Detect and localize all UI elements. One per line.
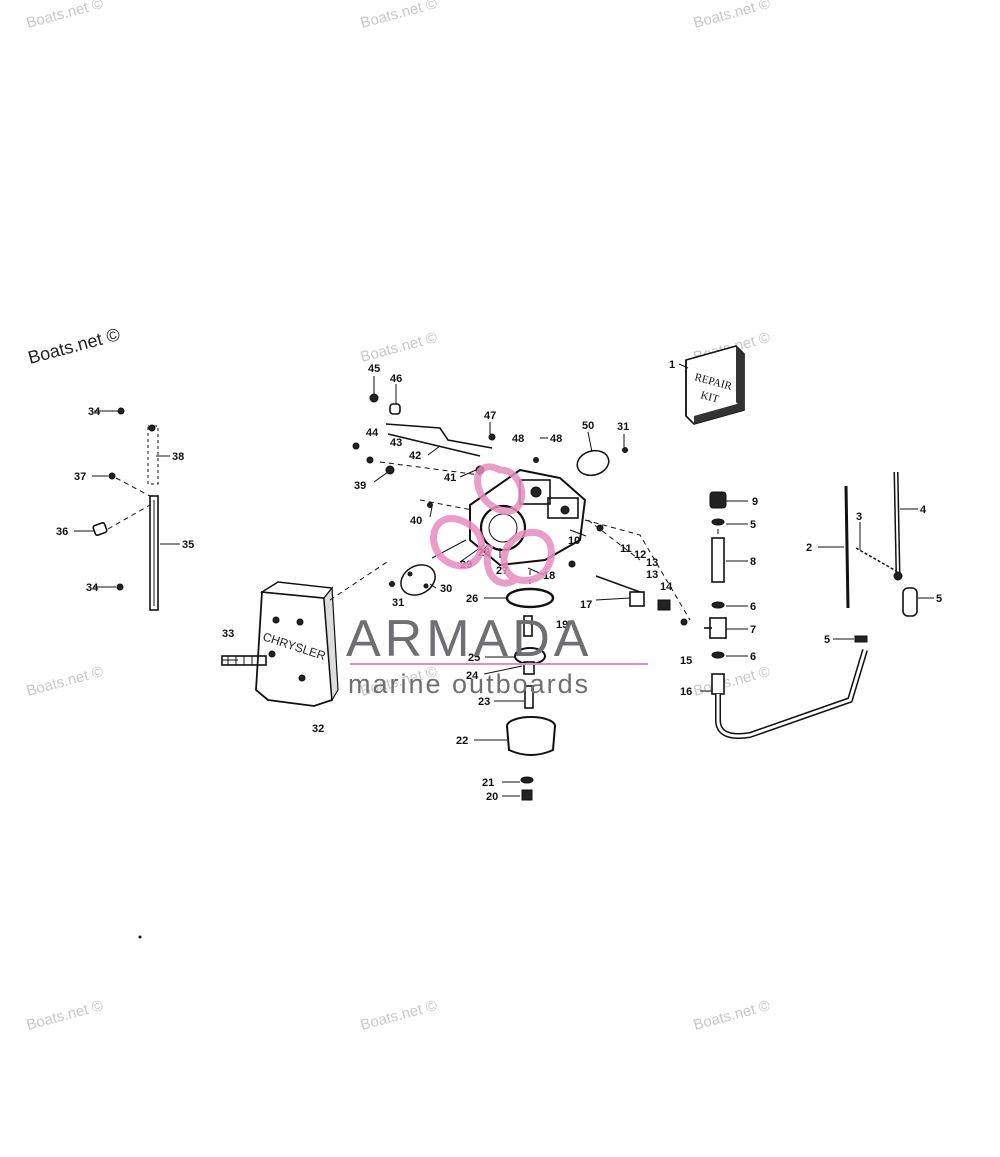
part-label: 14 (660, 581, 673, 593)
part-label: 30 (440, 583, 452, 595)
part-label: 46 (390, 373, 402, 385)
repair-kit-box: REPAIR KIT (685, 345, 745, 425)
part-label: 13 (646, 557, 658, 569)
watermark: Boats.net © (25, 997, 105, 1034)
watermark: Boats.net © (359, 0, 439, 32)
brand-tagline: marine outboards (348, 669, 590, 699)
part-label: 45 (368, 363, 380, 375)
part-label: 31 (392, 597, 404, 609)
carburetor-body (352, 393, 691, 621)
part-label: 2 (806, 542, 812, 554)
part-label: 34 (88, 406, 101, 418)
part-label: 1 (669, 359, 675, 371)
armada-logo-mark (430, 463, 555, 587)
part-label: 13 (646, 569, 658, 581)
watermark: Boats.net © (692, 997, 772, 1034)
part-label: 5 (936, 593, 942, 605)
part-label: 31 (617, 421, 629, 433)
watermark: Boats.net © (692, 0, 772, 32)
part-label: 38 (172, 451, 184, 463)
watermark: Boats.net © (359, 997, 439, 1034)
part-label: 3 (856, 511, 862, 523)
part-label: 17 (580, 599, 592, 611)
speck (138, 935, 142, 939)
part-label: 12 (634, 549, 646, 561)
part-label: 15 (680, 655, 692, 667)
part-label: 24 (466, 670, 479, 682)
part-label: 5 (824, 634, 830, 646)
part-label: 41 (444, 472, 456, 484)
brand-name: ARMADA (346, 610, 592, 668)
part-label: 19 (556, 619, 568, 631)
fuel-line (715, 635, 868, 739)
watermark: Boats.net © (25, 663, 105, 700)
part-label: 23 (478, 696, 490, 708)
part-label: 22 (456, 735, 468, 747)
part-label: 37 (74, 471, 86, 483)
fuel-fittings (568, 491, 727, 695)
watermark: Boats.net © (359, 329, 439, 366)
part-label: 25 (468, 652, 480, 664)
part-label: 16 (680, 686, 692, 698)
part-label: 5 (750, 519, 756, 531)
part-label: 10 (568, 535, 580, 547)
part-label: 4 (920, 504, 927, 516)
part-label: 36 (56, 526, 68, 538)
part-label: 32 (312, 723, 324, 735)
part-number-labels: 1 2 3 4 5 5 5 6 6 7 8 9 10 11 12 13 13 1… (56, 359, 942, 803)
leader-lines (74, 363, 934, 797)
part-label: 26 (466, 593, 478, 605)
part-label: 44 (366, 427, 379, 439)
part-label: 43 (390, 437, 402, 449)
part-label: 50 (582, 420, 594, 432)
part-label: 6 (750, 601, 756, 613)
part-label: 9 (752, 496, 758, 508)
linkage-rods-right (844, 471, 918, 617)
part-label: 34 (86, 582, 99, 594)
part-label: 42 (409, 450, 421, 462)
watermark: Boats.net © (692, 663, 772, 700)
part-label: 33 (222, 628, 234, 640)
part-label: 35 (182, 539, 194, 551)
part-label: 11 (620, 543, 632, 555)
part-label: 8 (750, 556, 756, 568)
choke-plate (389, 539, 467, 596)
part-label: 40 (410, 515, 422, 527)
part-label: 6 (750, 651, 756, 663)
part-label: 48 (512, 433, 524, 445)
part-label: 39 (354, 480, 366, 492)
watermark: Boats.net © (25, 0, 105, 32)
part-label: 47 (484, 410, 496, 422)
linkage-rod-assembly (92, 407, 159, 611)
float-bowl-stack (505, 570, 556, 801)
watermark-layer: Boats.net © Boats.net © Boats.net © Boat… (25, 0, 772, 1034)
part-label: 21 (482, 777, 494, 789)
watermark: Boats.net © (26, 324, 122, 368)
repair-kit-label: KIT (699, 389, 720, 405)
part-label: 48 (550, 433, 562, 445)
part-label: 7 (750, 624, 756, 636)
part-label: 20 (486, 791, 498, 803)
armada-logo: ARMADA marine outboards (346, 463, 648, 699)
